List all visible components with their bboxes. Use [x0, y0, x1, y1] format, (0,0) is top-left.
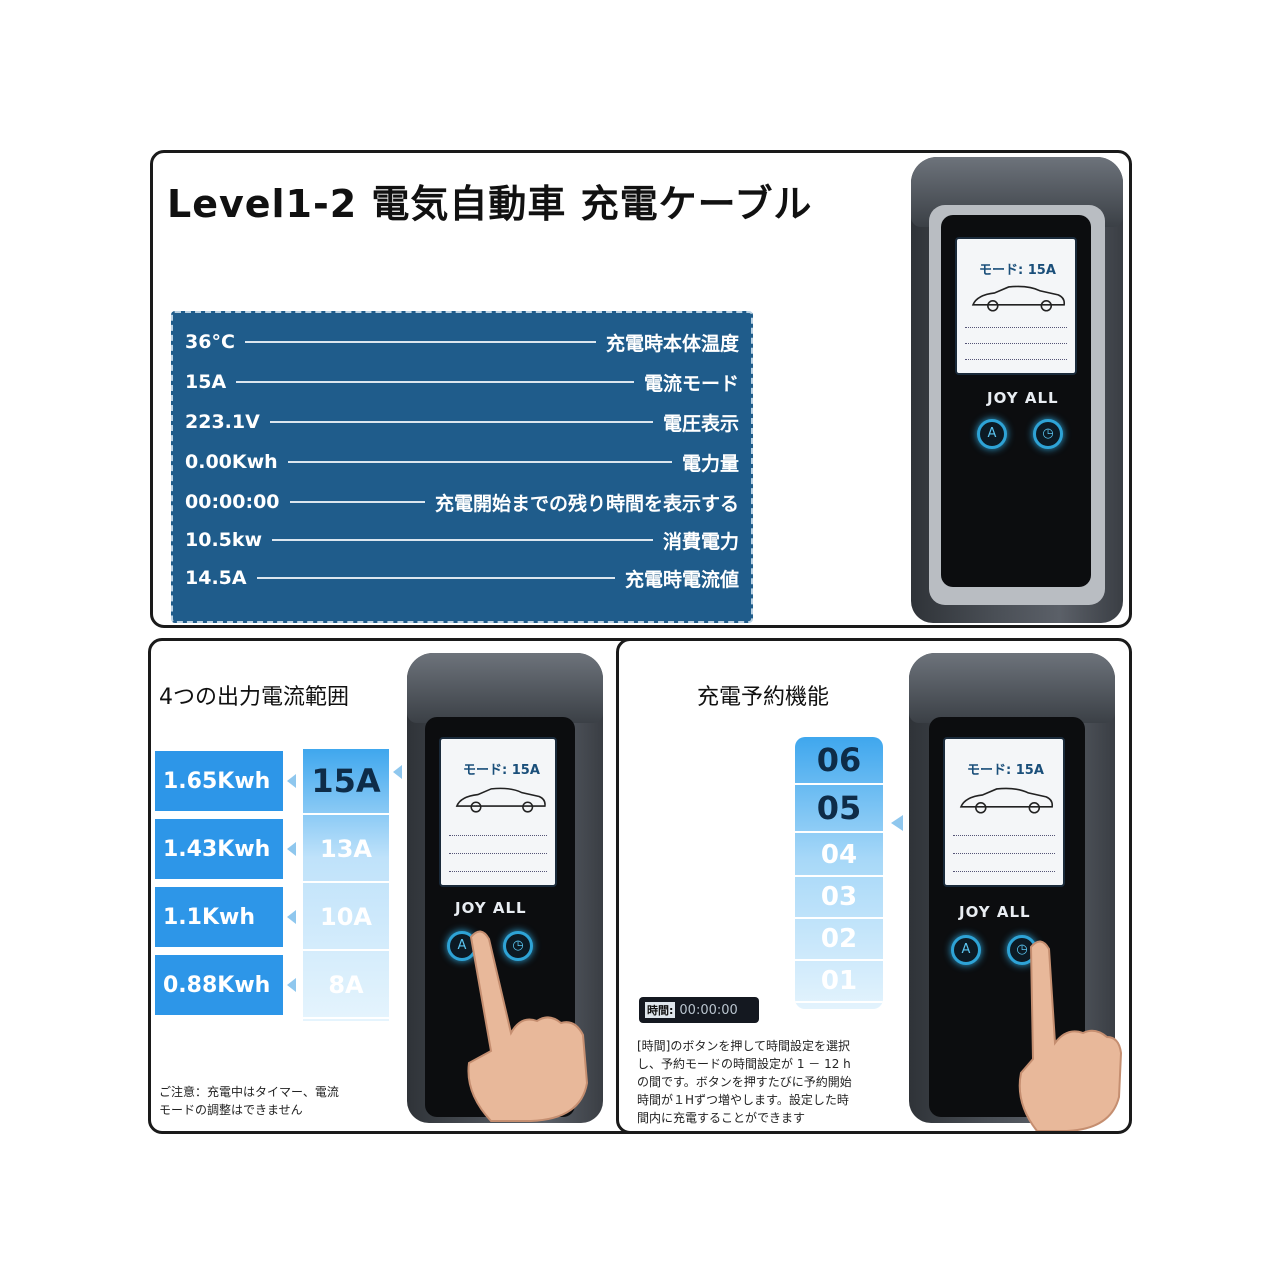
spec-value: 0.00Kwh: [185, 451, 278, 473]
spec-row: 14.5A 充電時電流値: [185, 563, 739, 593]
hour-option: 05: [795, 785, 883, 833]
spec-row: 15A 電流モード: [185, 367, 739, 397]
brand-logo: JOY ALL: [959, 903, 1031, 921]
timer-button[interactable]: ◷: [1033, 419, 1063, 449]
car-icon: [959, 787, 1054, 814]
arrow-icon: [287, 774, 296, 788]
spec-value: 36°C: [185, 331, 235, 353]
charger-device: モード: 15A JOY ALL A ◷: [911, 157, 1123, 623]
spec-row: 36°C 充電時本体温度: [185, 327, 739, 357]
timer-button[interactable]: ◷: [503, 931, 533, 961]
timer-label: 時間:: [645, 1002, 676, 1018]
spec-label: 消費電力: [662, 530, 739, 553]
arrow-icon: [393, 765, 402, 779]
lcd-screen: モード: 15A: [943, 737, 1065, 887]
caution-line: モードの調整はできません: [159, 1103, 303, 1117]
amp-option: 15A: [303, 749, 389, 815]
lcd-mode-text: モード: 15A: [967, 763, 1044, 778]
hour-option: 01: [795, 961, 883, 1003]
kwh-label: 0.88Kwh: [155, 955, 283, 1015]
spec-list: 36°C 充電時本体温度 15A 電流モード 223.1V 電圧表示 0.00K…: [171, 311, 753, 623]
kwh-label: 1.65Kwh: [155, 751, 283, 811]
lcd-info-line: [449, 849, 547, 854]
leader-line: [236, 381, 634, 383]
leader-line: [289, 501, 425, 503]
lcd-mode-text: モード: 15A: [463, 763, 540, 778]
lcd-info-line: [953, 867, 1055, 872]
reservation-description: [時間]のボタンを押して時間設定を選択 し、予約モードの時間設定が 1 － 12…: [637, 1037, 852, 1127]
hour-option: 04: [795, 835, 883, 877]
hour-option: 06: [795, 737, 883, 785]
amp-option: 10A: [303, 885, 389, 951]
spec-row: 00:00:00 充電開始までの残り時間を表示する: [185, 487, 739, 517]
amp-option: 13A: [303, 817, 389, 883]
section-title: 充電予約機能: [697, 685, 830, 710]
lcd-mode-text: モード: 15A: [979, 263, 1056, 278]
spec-row: 0.00Kwh 電力量: [185, 447, 739, 477]
hour-option: 03: [795, 877, 883, 919]
description-line: の間です。ボタンを押すたびに予約開始: [637, 1075, 852, 1089]
spec-row: 223.1V 電圧表示: [185, 407, 739, 437]
lcd-info-line: [965, 339, 1067, 344]
page-title: Level1-2 電気自動車 充電ケーブル: [167, 182, 813, 226]
spec-label: 電圧表示: [662, 412, 739, 435]
section-title: 4つの出力電流範囲: [159, 685, 349, 710]
kwh-label: 1.43Kwh: [155, 819, 283, 879]
spec-value: 14.5A: [185, 567, 247, 589]
caution-note: ご注意：充電中はタイマー、電流 モードの調整はできません: [159, 1083, 339, 1119]
description-line: [時間]のボタンを押して時間設定を選択: [637, 1039, 851, 1053]
timer-value: 00:00:00: [679, 1002, 738, 1018]
hour-selector: 06 05 04 03 02 01: [795, 737, 883, 1009]
brand-logo: JOY ALL: [455, 899, 527, 917]
overview-panel: Level1-2 電気自動車 充電ケーブル 36°C 充電時本体温度 15A 電…: [150, 150, 1132, 628]
leader-line: [256, 577, 615, 579]
arrow-icon: [287, 978, 296, 992]
arrow-icon: [287, 910, 296, 924]
leader-line: [287, 461, 672, 463]
amp-selector: 15A 13A 10A 8A: [303, 749, 389, 1021]
description-line: 間内に充電することができます: [637, 1111, 806, 1125]
hour-option: 02: [795, 919, 883, 961]
lcd-info-line: [965, 355, 1067, 360]
spec-label: 電流モード: [643, 372, 739, 395]
spec-value: 00:00:00: [185, 491, 280, 513]
spec-label: 電力量: [681, 452, 739, 475]
spec-label: 充電時本体温度: [605, 332, 739, 355]
car-icon: [971, 285, 1066, 312]
leader-line: [269, 421, 653, 423]
spec-value: 10.5kw: [185, 529, 263, 551]
leader-line: [272, 539, 653, 541]
device-cap: [407, 653, 603, 723]
lcd-info-line: [953, 831, 1055, 836]
spec-row: 10.5kw 消費電力: [185, 525, 739, 555]
mode-button[interactable]: A: [977, 419, 1007, 449]
current-range-panel: 4つの出力電流範囲 1.65Kwh 1.43Kwh 1.1Kwh 0.88Kwh…: [148, 638, 650, 1134]
lcd-info-line: [449, 867, 547, 872]
timer-readout: 時間: 00:00:00: [639, 997, 759, 1023]
amp-option: 8A: [303, 953, 389, 1019]
arrow-icon: [287, 842, 296, 856]
spec-value: 223.1V: [185, 411, 260, 433]
reservation-panel: 充電予約機能 06 05 04 03 02 01 時間: 00:00:00 [時…: [616, 638, 1132, 1134]
lcd-info-line: [953, 849, 1055, 854]
car-icon: [455, 787, 546, 813]
lcd-screen: モード: 15A: [955, 237, 1077, 375]
spec-value: 15A: [185, 371, 227, 393]
description-line: 時間が１Hずつ増やします。設定した時: [637, 1093, 849, 1107]
spec-label: 充電開始までの残り時間を表示する: [434, 492, 739, 515]
lcd-info-line: [965, 323, 1067, 328]
lcd-screen: モード: 15A: [439, 737, 557, 887]
pointing-hand-icon: [467, 930, 589, 1122]
device-cap: [909, 653, 1115, 723]
spec-label: 充電時電流値: [624, 568, 739, 591]
pointing-hand-icon: [1018, 940, 1123, 1131]
description-line: し、予約モードの時間設定が 1 － 12 h: [637, 1057, 851, 1071]
brand-logo: JOY ALL: [987, 389, 1059, 407]
lcd-info-line: [449, 831, 547, 836]
mode-button[interactable]: A: [951, 935, 981, 965]
kwh-label: 1.1Kwh: [155, 887, 283, 947]
arrow-icon: [891, 815, 903, 831]
caution-line: ご注意：充電中はタイマー、電流: [159, 1085, 339, 1099]
leader-line: [244, 341, 596, 343]
